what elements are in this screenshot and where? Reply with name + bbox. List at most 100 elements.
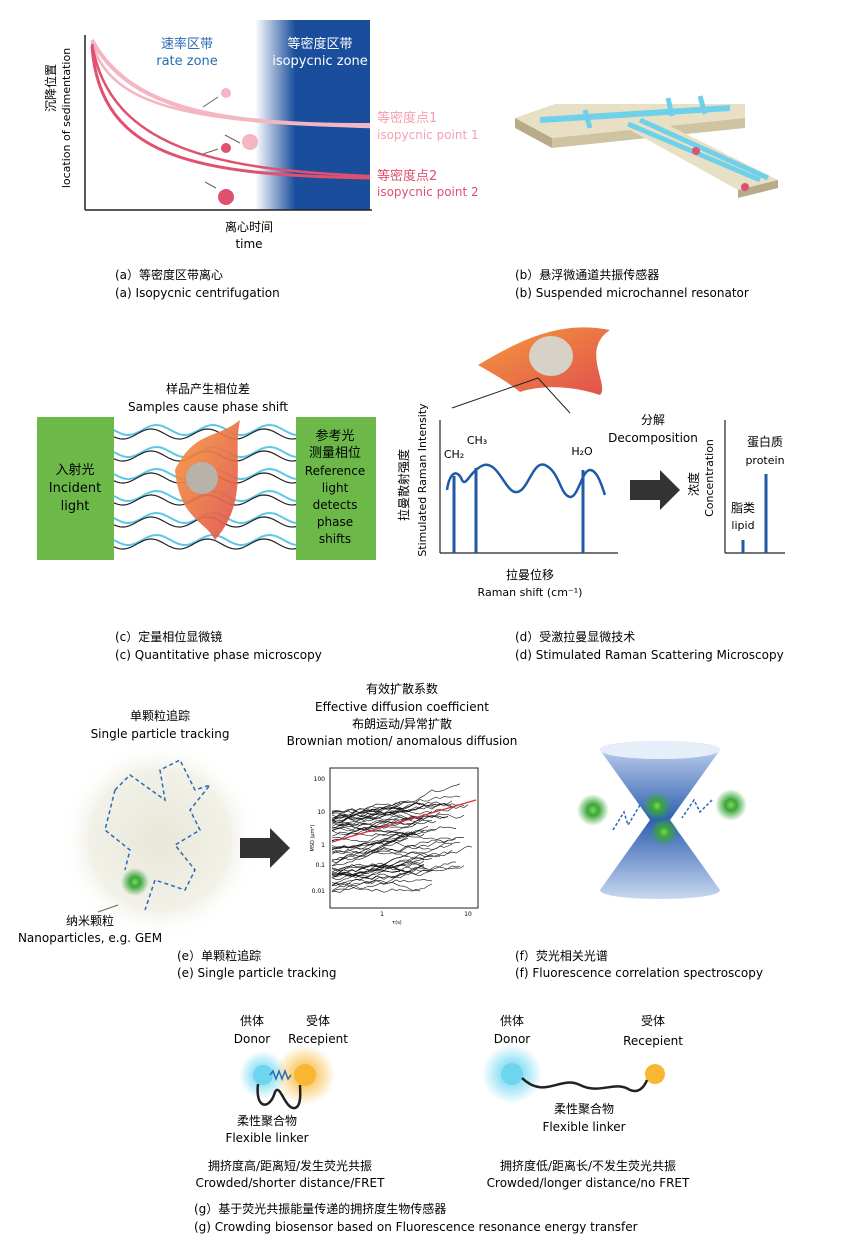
linker-left-zh: 柔性聚合物 — [237, 1113, 297, 1128]
raman-spectrum — [445, 463, 607, 499]
light-particle-small — [221, 88, 231, 98]
right-en-3: detects — [313, 498, 358, 512]
lipid-zh: 脂类 — [731, 500, 755, 515]
point1-zh: 等密度点1 — [377, 110, 437, 126]
msd-track — [331, 812, 441, 830]
fcs-particle-outside-right — [715, 789, 747, 821]
wave-line — [113, 423, 297, 437]
msd-track — [331, 838, 409, 855]
right-condition-en: Crowded/longer distance/no FRET — [487, 1176, 690, 1190]
msd-track — [331, 831, 413, 854]
xlabel-en: time — [235, 237, 262, 251]
raman-xlabel-zh: 拉曼位移 — [506, 567, 554, 582]
right-en-1: Reference — [305, 464, 365, 478]
xtick-1: 1 — [380, 911, 384, 918]
top-en: Samples cause phase shift — [128, 400, 288, 414]
msd-plot-frame — [329, 767, 479, 909]
donor-left — [253, 1065, 273, 1085]
ytick-0.01: 0.01 — [312, 888, 326, 895]
nanoparticle-pointer — [97, 904, 119, 913]
panel-g-fret-biosensor: 供体 Donor 受体 Recepient 柔性聚合物 Flexible lin… — [194, 1014, 690, 1234]
msd-track — [332, 866, 429, 893]
right-condition-zh: 拥挤度低/距离长/不发生荧光共振 — [500, 1158, 676, 1173]
rate-zone-en: rate zone — [156, 54, 218, 69]
msd-track — [331, 845, 473, 864]
msd-track — [331, 803, 457, 821]
particle-2 — [741, 183, 749, 191]
msd-track — [331, 869, 401, 891]
caption-g-zh: (g）基于荧光共振能量传递的拥挤度生物传感器 — [194, 1201, 446, 1216]
caption-b-en: (b) Suspended microchannel resonator — [515, 286, 749, 300]
msd-track — [331, 879, 433, 892]
msd-track — [331, 800, 453, 824]
fcs-trajectory-left — [612, 804, 641, 831]
right-en-2: light — [322, 481, 349, 495]
lipid-en: lipid — [731, 519, 754, 532]
msd-track — [331, 833, 425, 848]
linker-right-en: Flexible linker — [542, 1120, 625, 1134]
msd-track — [331, 863, 425, 878]
point1-en: isopycnic point 1 — [377, 128, 479, 142]
msd-tracks — [331, 783, 473, 893]
fcs-particle-1 — [643, 792, 671, 820]
decomposition-arrow — [630, 470, 680, 510]
msd-track — [331, 864, 409, 873]
reference-light-box — [296, 417, 376, 560]
dark-curve-1 — [90, 43, 371, 178]
tracking-arrow — [240, 828, 290, 868]
fret-zigzag — [269, 1068, 292, 1082]
msd-track — [331, 829, 425, 842]
linker-right — [521, 1077, 649, 1093]
raman-nucleus — [529, 336, 573, 376]
panel-d-stimulated-raman: CH₂ CH₃ H₂O 拉曼散射强度 Stimulated Raman Inte… — [396, 327, 785, 662]
donor-right-en: Donor — [494, 1032, 531, 1046]
panel-b-microchannel-resonator: (b）悬浮微通道共振传感器 (b) Suspended microchannel… — [515, 95, 778, 300]
linker-left-en: Flexible linker — [225, 1131, 308, 1145]
msd-ylabel: MSD (μm²) — [310, 825, 316, 852]
acceptor-right-zh: 受体 — [641, 1014, 665, 1028]
donor-left-zh: 供体 — [240, 1014, 264, 1028]
caption-d-zh: (d）受激拉曼显微技术 — [515, 629, 635, 644]
right-en-4: phase — [317, 515, 353, 529]
left-condition-en: Crowded/shorter distance/FRET — [196, 1176, 386, 1190]
msd-track — [331, 783, 461, 819]
msd-track — [331, 820, 437, 826]
right-zh-2: 测量相位 — [309, 446, 361, 461]
msd-track — [331, 833, 457, 851]
xlabel-zh: 离心时间 — [225, 219, 273, 234]
caption-e-zh: (e）单颗粒追踪 — [177, 948, 261, 963]
msd-track — [331, 849, 453, 877]
protein-zh: 蛋白质 — [747, 434, 783, 449]
msd-track — [331, 826, 457, 849]
wave-line — [113, 428, 297, 440]
acceptor-left-en: Recepient — [288, 1032, 348, 1046]
caption-f-en: (f) Fluorescence correlation spectroscop… — [515, 966, 763, 980]
diffusion-trajectory — [104, 758, 213, 911]
spt-zh: 单颗粒追踪 — [130, 708, 190, 723]
donor-left-en: Donor — [234, 1032, 271, 1046]
isopycnic-zone-zh: 等密度区带 — [287, 36, 352, 52]
arrow-1 — [202, 96, 219, 108]
dark-curve-2 — [90, 45, 371, 180]
ylabel-en: location of sedimentation — [60, 48, 73, 188]
isopycnic-zone-en: isopycnic zone — [272, 54, 368, 69]
right-zh-1: 参考光 — [315, 428, 354, 444]
peak-h2o: H₂O — [571, 445, 593, 458]
panel-f-fcs: (f）荧光相关光谱 (f) Fluorescence correlation s… — [515, 741, 763, 980]
panel-c-quantitative-phase: 样品产生相位差 Samples cause phase shift 入射光 In… — [37, 381, 376, 662]
edc-en: Effective diffusion coefficient — [315, 700, 489, 714]
caption-a-en: (a) Isopycnic centrifugation — [115, 286, 280, 300]
donor-right-zh: 供体 — [500, 1014, 524, 1028]
caption-c-en: (c) Quantitative phase microscopy — [115, 648, 322, 662]
msd-track — [331, 795, 461, 821]
spt-en: Single particle tracking — [91, 727, 230, 741]
cantilever-side — [738, 180, 778, 198]
msd-fit-line — [331, 799, 477, 843]
peak-ch3: CH₃ — [467, 434, 487, 447]
caption-b-zh: (b）悬浮微通道共振传感器 — [515, 267, 659, 282]
nano-zh: 纳米颗粒 — [66, 913, 114, 928]
msd-track — [331, 836, 465, 867]
motion-zh: 布朗运动/异常扩散 — [352, 716, 452, 731]
panel-e-single-particle: 单颗粒追踪 Single particle tracking 纳米颗粒 Nano… — [18, 681, 517, 980]
msd-track — [331, 840, 449, 861]
